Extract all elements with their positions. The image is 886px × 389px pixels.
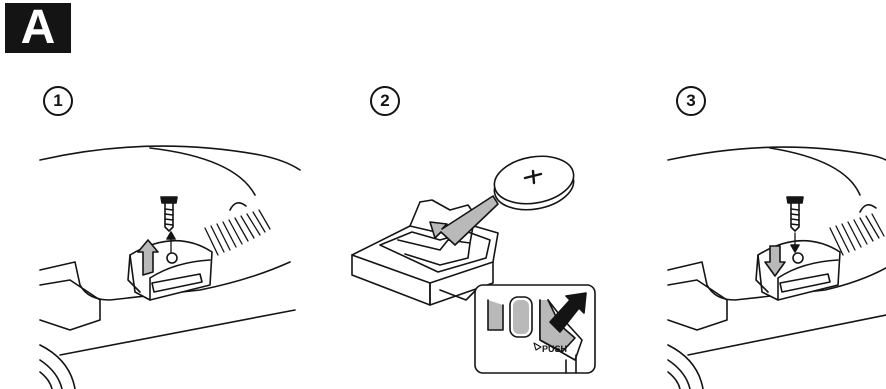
step-1-marker: 1 <box>43 86 73 116</box>
step-3-number: 3 <box>686 91 696 110</box>
remote-grip-ridges <box>829 213 885 256</box>
screw-removal-arrowhead <box>166 231 176 240</box>
screw-3 <box>786 196 804 232</box>
remote-grip-ridges <box>204 209 271 256</box>
step-2-marker: 2 <box>370 86 400 116</box>
push-indicator-icon <box>533 342 542 351</box>
remote-body-top-curve <box>769 147 861 196</box>
panel-3-reattach-screw <box>667 146 886 389</box>
coin-battery <box>493 155 575 211</box>
step-1-number: 1 <box>53 91 63 110</box>
push-release-inset <box>474 284 596 374</box>
step-2-number: 2 <box>380 91 390 110</box>
step-3-marker: 3 <box>676 86 706 116</box>
remote-corner-arcs <box>667 344 704 389</box>
panel-1-remove-screw <box>39 145 301 389</box>
push-label: PUSH <box>542 344 567 354</box>
screw-insert-arrowhead <box>790 244 800 253</box>
remote-notch <box>229 202 247 211</box>
remote-side-block <box>667 279 728 331</box>
panel-2-replace-battery <box>351 155 596 374</box>
remote-bottom-line <box>59 309 296 356</box>
remote-notch <box>859 204 877 213</box>
figure-label: A <box>5 3 71 53</box>
push-arrow-icon <box>549 292 587 333</box>
remote-body-outline <box>39 145 301 171</box>
remote-side-block <box>39 279 101 331</box>
insert-battery-arrow-icon <box>429 195 499 246</box>
remote-body-outline <box>667 146 886 161</box>
remote-body-top-curve <box>149 147 256 196</box>
remote-bottom-line <box>687 314 886 356</box>
battery-holder-3 <box>755 239 841 301</box>
screw-1 <box>160 196 178 232</box>
lift-arrow-icon <box>137 239 159 276</box>
remote-corner-arcs <box>39 344 76 389</box>
press-down-arrow-icon <box>764 245 786 277</box>
